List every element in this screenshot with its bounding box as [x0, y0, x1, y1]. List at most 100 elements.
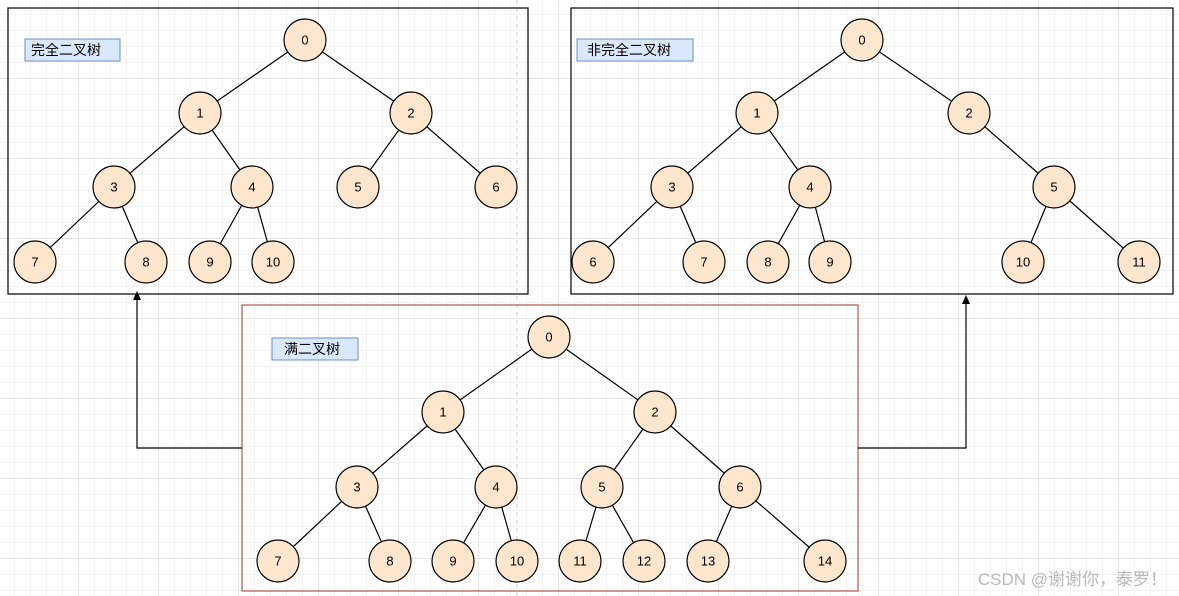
tree-node-full-12: 12 [622, 539, 666, 583]
tree-node-complete-9: 9 [188, 240, 232, 284]
node-label: 11 [573, 554, 587, 569]
tree-node-full-5: 5 [580, 465, 624, 509]
tree-node-complete-0: 0 [283, 18, 327, 62]
node-label: 7 [274, 554, 281, 569]
node-circle [368, 539, 412, 583]
node-label: 10 [266, 255, 280, 270]
node-circle [256, 539, 300, 583]
tree-node-complete-2: 2 [389, 91, 433, 135]
node-circle [650, 165, 694, 209]
node-circle [188, 240, 232, 284]
node-circle [13, 240, 57, 284]
tree-node-noncomplete-1: 1 [735, 91, 779, 135]
node-label: 12 [637, 554, 651, 569]
node-circle [527, 315, 571, 359]
node-label: 1 [753, 106, 760, 121]
node-label: 9 [206, 255, 213, 270]
node-label: 2 [651, 405, 658, 420]
tree-node-full-13: 13 [686, 539, 730, 583]
node-label: 8 [764, 255, 771, 270]
node-circle [840, 18, 884, 62]
node-circle [735, 91, 779, 135]
label-full-tree: 满二叉树 [271, 337, 359, 361]
node-label: 3 [668, 180, 675, 195]
node-label: 2 [407, 106, 414, 121]
node-circle [474, 465, 518, 509]
node-label: 11 [1132, 255, 1146, 270]
tree-node-noncomplete-11: 11 [1117, 240, 1161, 284]
node-label: 6 [589, 255, 596, 270]
tree-node-full-7: 7 [256, 539, 300, 583]
node-circle [389, 91, 433, 135]
node-circle [474, 165, 518, 209]
tree-node-noncomplete-10: 10 [1001, 240, 1045, 284]
node-label: 2 [965, 106, 972, 121]
node-label: 8 [142, 255, 149, 270]
node-circle [251, 240, 295, 284]
node-circle [336, 165, 380, 209]
node-label: 3 [353, 480, 360, 495]
tree-edge-full-0-2 [548, 336, 656, 413]
tree-node-noncomplete-4: 4 [788, 165, 832, 209]
node-circle [230, 165, 274, 209]
node-circle [1032, 165, 1076, 209]
tree-node-complete-4: 4 [230, 165, 274, 209]
node-circle [495, 539, 539, 583]
tree-node-full-10: 10 [495, 539, 539, 583]
node-circle [947, 91, 991, 135]
arrow-to-noncomplete-tree [858, 295, 970, 449]
node-circle [283, 18, 327, 62]
node-circle [1117, 240, 1161, 284]
node-label: 7 [31, 255, 38, 270]
node-label: 10 [1016, 255, 1030, 270]
tree-node-noncomplete-9: 9 [808, 240, 852, 284]
label-noncomplete-tree: 非完全二叉树 [576, 38, 694, 62]
node-circle [718, 465, 762, 509]
node-circle [803, 539, 847, 583]
tree-node-complete-5: 5 [336, 165, 380, 209]
node-label: 8 [386, 554, 393, 569]
node-label: 6 [736, 480, 743, 495]
label-noncomplete-tree-text: 非完全二叉树 [587, 42, 671, 58]
node-label: 1 [196, 106, 203, 121]
tree-node-complete-8: 8 [124, 240, 168, 284]
tree-node-noncomplete-7: 7 [682, 240, 726, 284]
frame-complete-tree [7, 7, 529, 295]
tree-node-complete-3: 3 [92, 165, 136, 209]
tree-node-noncomplete-5: 5 [1032, 165, 1076, 209]
node-label: 14 [818, 554, 832, 569]
node-label: 7 [700, 255, 707, 270]
tree-node-noncomplete-2: 2 [947, 91, 991, 135]
node-label: 1 [439, 405, 446, 420]
tree-node-noncomplete-6: 6 [571, 240, 615, 284]
node-label: 5 [354, 180, 361, 195]
node-circle [788, 165, 832, 209]
node-label: 6 [492, 180, 499, 195]
node-circle [431, 539, 475, 583]
tree-node-full-4: 4 [474, 465, 518, 509]
node-circle [571, 240, 615, 284]
tree-node-complete-10: 10 [251, 240, 295, 284]
frame-noncomplete-tree [570, 7, 1174, 295]
node-circle [686, 539, 730, 583]
node-circle [746, 240, 790, 284]
node-label: 9 [826, 255, 833, 270]
node-label: 5 [1050, 180, 1057, 195]
node-label: 13 [701, 554, 715, 569]
tree-node-full-14: 14 [803, 539, 847, 583]
label-full-tree-text: 满二叉树 [284, 341, 340, 357]
label-complete-tree: 完全二叉树 [24, 38, 121, 62]
tree-node-full-9: 9 [431, 539, 475, 583]
tree-node-full-3: 3 [335, 465, 379, 509]
node-label: 0 [545, 330, 552, 345]
node-circle [124, 240, 168, 284]
node-circle [1001, 240, 1045, 284]
tree-node-full-1: 1 [421, 390, 465, 434]
node-circle [421, 390, 465, 434]
tree-node-full-2: 2 [633, 390, 677, 434]
node-label: 0 [301, 33, 308, 48]
node-circle [580, 465, 624, 509]
tree-node-noncomplete-8: 8 [746, 240, 790, 284]
